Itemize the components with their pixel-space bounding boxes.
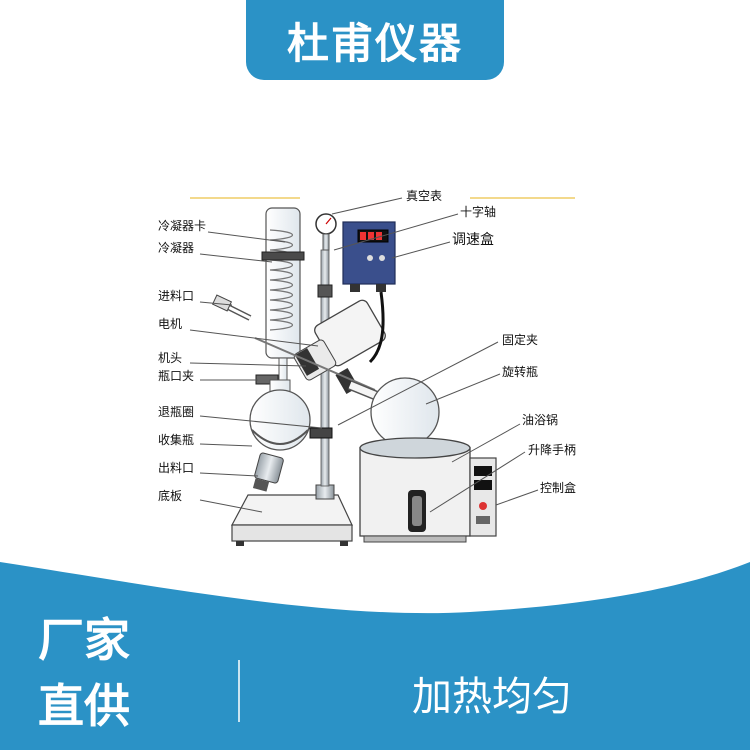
label-lift-handle: 升降手柄 (528, 443, 576, 457)
oil-bath (359, 437, 471, 543)
left-leader-lines (189, 231, 323, 513)
collection-flask (249, 379, 311, 451)
label-machine-head: 机头 (158, 351, 182, 365)
motor-head (254, 299, 386, 395)
label-fixing-clamp: 固定夹 (502, 332, 538, 347)
label-motor: 电机 (158, 317, 182, 331)
retaining-ring (309, 427, 333, 439)
right-labels: 真空表 十字轴 调速盒 固定夹 旋转瓶 油浴锅 升降手柄 控制盒 (406, 189, 576, 495)
brand-banner: 杜甫仪器 (246, 0, 504, 80)
right-leader-lines (331, 197, 539, 513)
label-oil-bath: 油浴锅 (522, 412, 558, 427)
feed-inlet (211, 294, 252, 321)
footer-line-2: 直供 (38, 679, 130, 733)
label-feed-inlet: 进料口 (158, 289, 194, 303)
footer-wave (0, 562, 750, 750)
label-collection-flask: 收集瓶 (158, 432, 194, 447)
control-box (469, 457, 497, 537)
footer-slogan: 加热均匀 (412, 674, 572, 720)
label-control-box: 控制盒 (540, 480, 576, 495)
label-bottle-clamp: 瓶口夹 (158, 369, 194, 383)
condenser (261, 207, 305, 389)
rotating-flask (348, 377, 440, 447)
label-outlet: 出料口 (158, 461, 194, 475)
label-condenser-clamp: 冷凝器卡 (158, 218, 206, 233)
outlet-valve (252, 452, 284, 492)
label-speed-box: 调速盒 (452, 231, 494, 248)
brand-title: 杜甫仪器 (286, 18, 463, 68)
label-retaining-ring: 退瓶圈 (158, 405, 194, 419)
vacuum-gauge (315, 213, 337, 251)
label-condenser: 冷凝器 (158, 240, 194, 255)
label-rotating-flask: 旋转瓶 (502, 364, 538, 379)
footer-line-1: 厂家 (38, 613, 130, 667)
speed-control-box (342, 221, 396, 364)
label-cross-shaft: 十字轴 (460, 204, 496, 219)
label-vacuum-gauge: 真空表 (406, 189, 442, 203)
base-plate (231, 494, 353, 546)
left-labels: 冷凝器卡 冷凝器 进料口 电机 机头 瓶口夹 退瓶圈 收集瓶 出料口 底板 (158, 218, 206, 503)
label-base-plate: 底板 (158, 488, 182, 503)
